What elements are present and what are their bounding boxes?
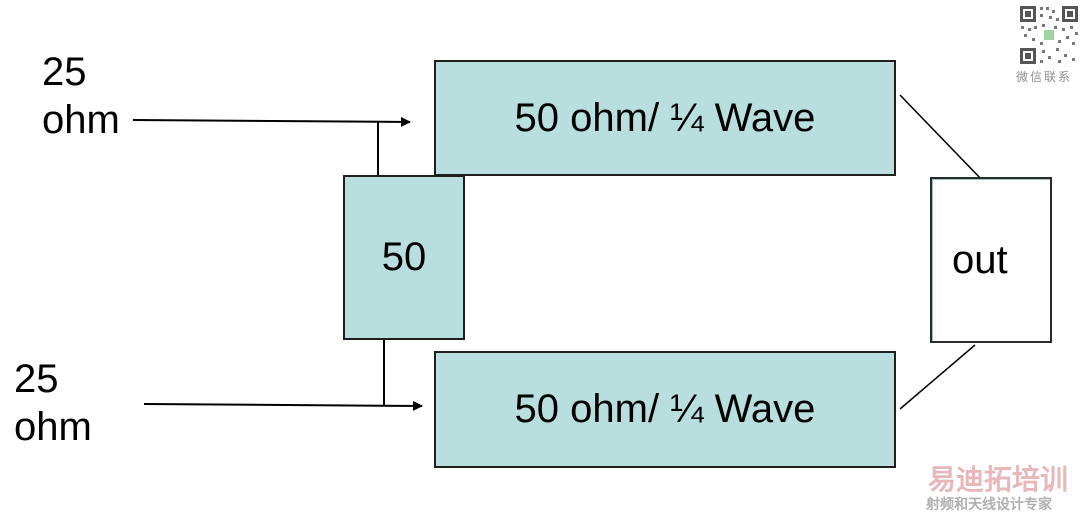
top-input-unit: ohm	[42, 98, 120, 142]
top-input-value: 25	[42, 50, 87, 94]
bottom-quarter-wave-line: 50 ohm/ ¼ Wave	[434, 351, 896, 468]
isolation-resistor-label: 50	[381, 235, 427, 279]
qr-caption: 微信联系	[1016, 70, 1073, 84]
bottom-quarter-wave-label: 50 ohm/ ¼ Wave	[514, 387, 816, 431]
top-to-output-line	[899, 94, 984, 182]
bottom-input-unit: ohm	[14, 405, 92, 449]
bottom-input-arrow	[143, 400, 423, 411]
bottom-input-value: 25	[14, 357, 59, 401]
top-input-arrow	[132, 116, 411, 127]
output-port: out	[930, 177, 1052, 343]
bottom-input-label: 25 ohm	[14, 355, 92, 451]
brand-tagline: 射频和天线设计专家	[926, 497, 1052, 513]
top-quarter-wave-label: 50 ohm/ ¼ Wave	[514, 95, 816, 140]
isolation-resistor: 50	[343, 175, 465, 340]
output-port-label: out	[952, 237, 1008, 282]
top-quarter-wave-line: 50 ohm/ ¼ Wave	[434, 60, 896, 176]
bottom-to-output-line	[899, 344, 976, 410]
qr-code-icon	[1018, 4, 1080, 66]
brand-watermark: 易迪拓培训	[928, 463, 1069, 496]
top-input-label: 25 ohm	[42, 48, 120, 144]
